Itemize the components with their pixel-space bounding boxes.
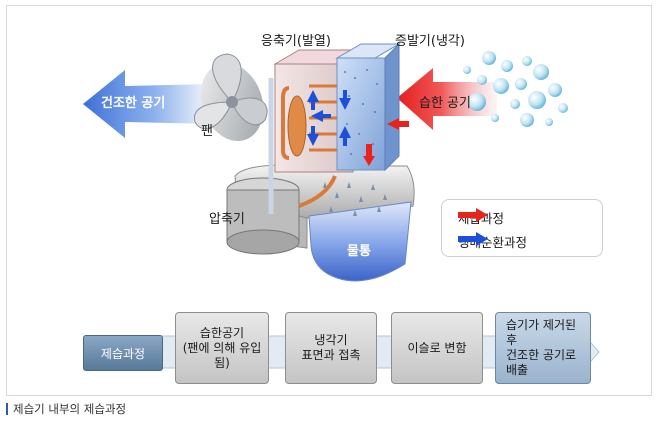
water-tank-icon (308, 201, 412, 282)
diagram-frame: 응축기(발열) 증발기(냉각) 건조한 공기 팬 습한 공기 압축기 물통 제습… (6, 5, 652, 396)
label-water-tank: 물통 (347, 244, 371, 259)
label-fan: 팬 (201, 124, 213, 139)
refrigerant-arrows (307, 90, 351, 146)
dry-air-arrow (83, 70, 212, 138)
blue-arrow-icon (458, 232, 488, 246)
label-evaporator: 증발기(냉각) (395, 34, 465, 49)
flow-step-2: 냉각기 표면과 접촉 (285, 312, 377, 384)
flow-step-1: 습한공기 (팬에 의해 유입됨) (175, 312, 269, 384)
flow-step-4: 습기가 제거된 후 건조한 공기로 배출 (495, 312, 591, 384)
flow-start-box: 제습과정 (83, 335, 163, 371)
figure-caption: 제습기 내부의 제습과정 (6, 401, 126, 417)
label-condenser: 응축기(발열) (261, 34, 331, 49)
legend-item-refrigerant: 냉매순환과정 (458, 232, 527, 251)
flow-step-3: 이슬로 변함 (391, 312, 483, 384)
caption-text: 제습기 내부의 제습과정 (13, 402, 127, 416)
fan-icon (194, 53, 268, 141)
legend-item-dehumidify: 제습과정 (458, 208, 504, 227)
humid-air-arrow (397, 68, 497, 130)
droplets (323, 182, 387, 216)
evaporator-icon (335, 42, 401, 172)
label-compressor: 압축기 (209, 212, 245, 227)
red-arrow-icon (458, 208, 488, 222)
dehumidify-arrows (363, 118, 409, 166)
label-dry-air: 건조한 공기 (101, 96, 166, 111)
caption-marker (6, 403, 8, 415)
legend: 제습과정 냉매순환과정 (441, 199, 603, 257)
label-humid-air: 습한 공기 (419, 96, 471, 111)
dehumidifier-illustration (83, 42, 600, 369)
compressor-icon (226, 175, 337, 255)
water-bubbles (463, 51, 568, 127)
